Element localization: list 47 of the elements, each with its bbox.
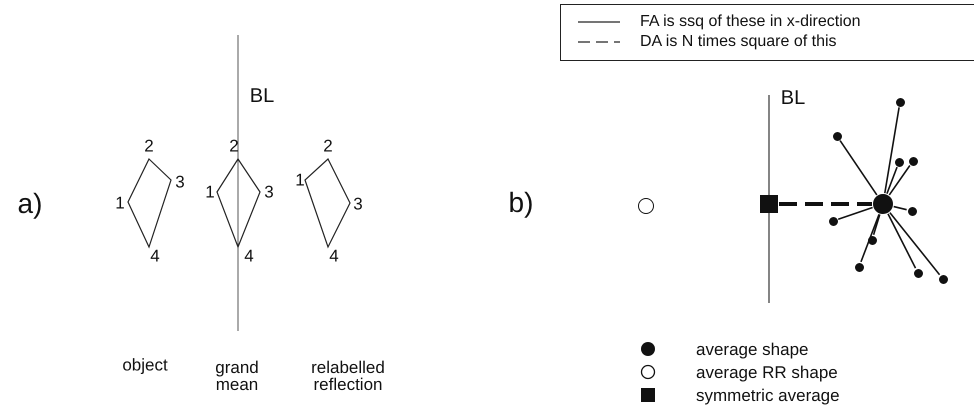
connector-line: [887, 213, 916, 268]
dashed-connector-line: [779, 202, 872, 206]
shape-caption: object: [122, 356, 168, 374]
vertex-number: 2: [144, 138, 154, 154]
axis-label: BL: [780, 88, 806, 108]
connector-line: [889, 212, 940, 276]
connector-line: [884, 107, 900, 194]
connector-line: [872, 214, 881, 235]
vertex-number: 4: [150, 248, 160, 264]
data-dot: [908, 156, 918, 166]
vertex-number: 2: [323, 138, 333, 154]
shape-caption: grand mean: [214, 359, 260, 393]
large-dot-marker: [873, 194, 893, 214]
shape-caption: relabelled reflection: [310, 359, 386, 393]
open-circle-marker: [638, 198, 654, 214]
data-dot: [908, 206, 916, 216]
connector-line: [888, 165, 911, 196]
connector-line: [894, 206, 907, 210]
vertex-number: 1: [295, 172, 305, 188]
data-dot: [828, 216, 838, 226]
vertex-number: 4: [329, 248, 339, 264]
connector-line: [860, 214, 880, 262]
data-dot: [832, 132, 842, 140]
connector-line: [838, 206, 873, 220]
legend-text: FA is ssq of these in x-direction: [640, 14, 861, 30]
vertex-number: 4: [244, 248, 254, 264]
data-dot: [938, 274, 948, 284]
legend-text: DA is N times square of this: [640, 34, 837, 50]
panel-label: b): [508, 189, 534, 217]
panel-label: a): [18, 190, 42, 218]
vertex-number: 1: [205, 184, 215, 200]
data-dot: [914, 268, 922, 278]
data-dot: [868, 236, 876, 244]
vertex-number: 3: [264, 184, 274, 200]
data-dot: [854, 262, 864, 272]
vertex-number: 3: [353, 196, 363, 212]
data-dot: [894, 158, 904, 166]
legend-text: average shape: [696, 340, 808, 358]
data-dot: [896, 98, 904, 106]
legend-text: average RR shape: [696, 364, 838, 380]
connector-line: [839, 140, 878, 196]
vertex-number: 1: [115, 194, 125, 212]
connector-line: [886, 166, 898, 194]
vertex-number: 3: [175, 174, 185, 190]
legend-text: symmetric average: [696, 386, 840, 404]
filled-square-marker: [760, 195, 778, 213]
axis-label: BL: [250, 86, 274, 106]
